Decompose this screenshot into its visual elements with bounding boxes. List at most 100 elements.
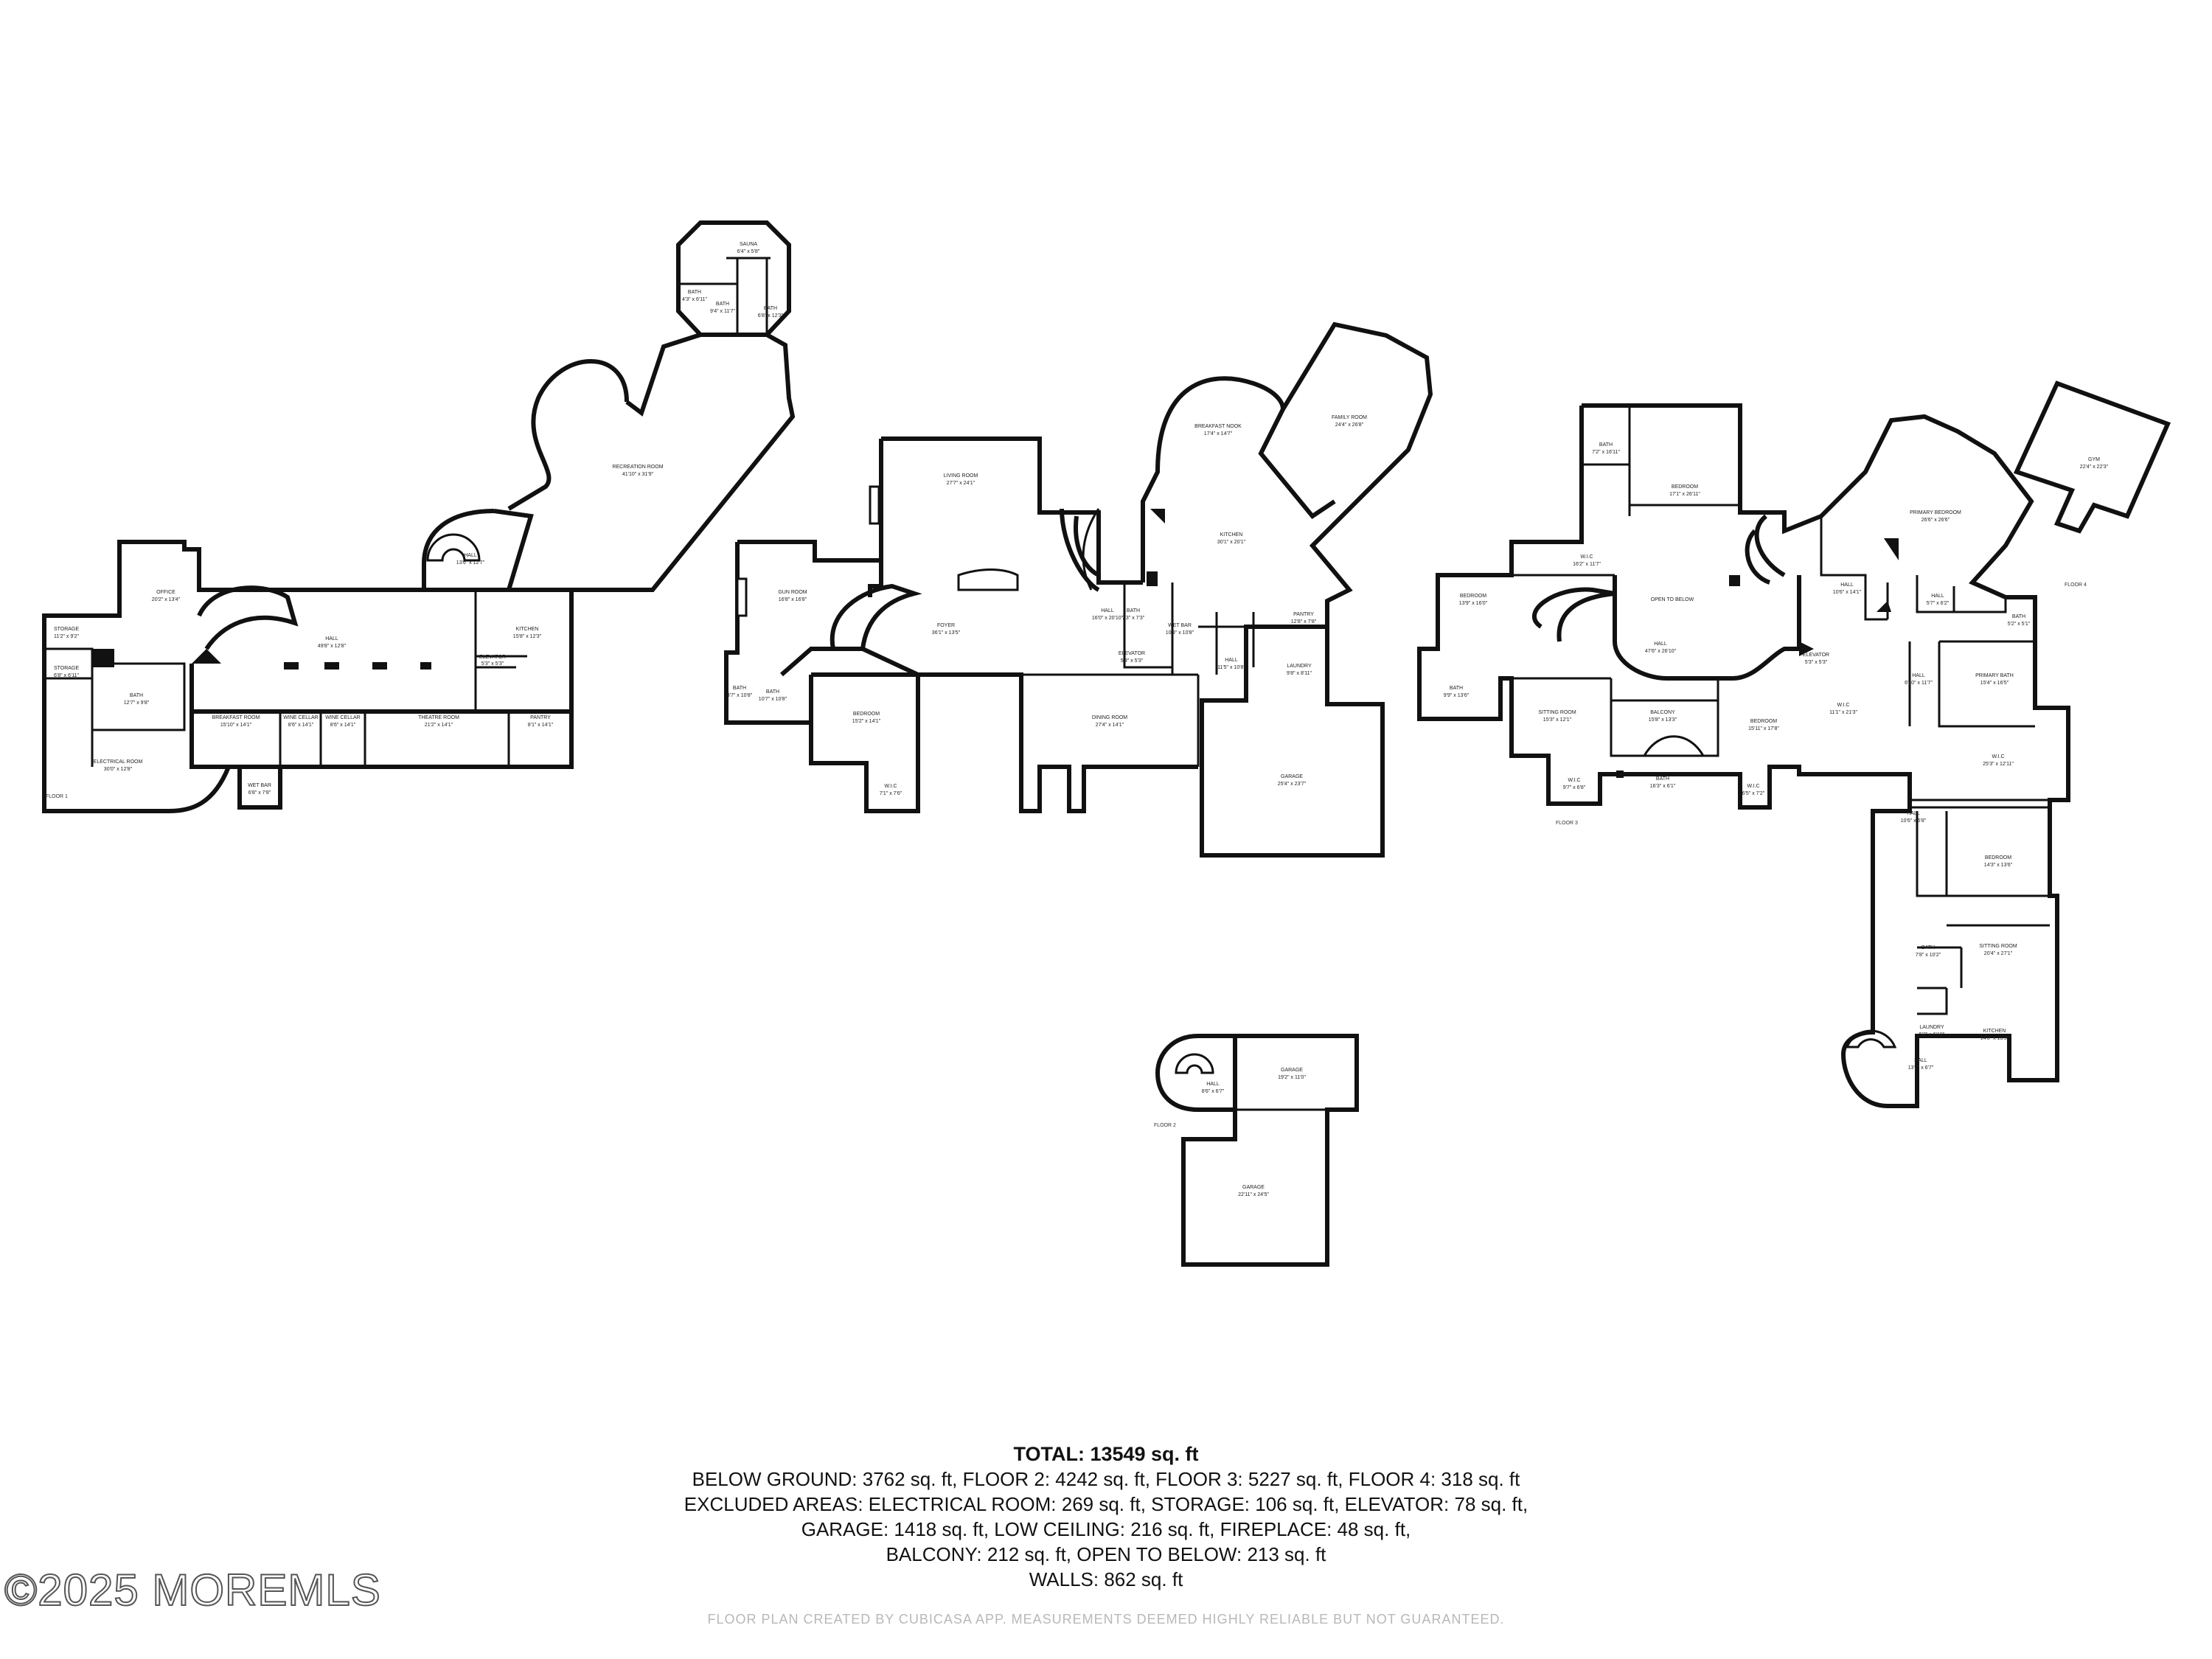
room-dimension: 6'8" x 12'3": [758, 313, 784, 319]
room-label: LAUNDRY: [1287, 664, 1312, 669]
room-label: BEDROOM: [1460, 594, 1486, 599]
room-label: STORAGE: [54, 627, 79, 632]
room-dimension: 30'1" x 20'1": [1217, 540, 1246, 545]
room-label: PANTRY: [530, 715, 551, 720]
room-label: BEDROOM: [1672, 484, 1698, 490]
room-dimension: 49'8" x 12'8": [318, 644, 347, 649]
room-dimension: 6'10" x 11'7": [1905, 681, 1933, 686]
room-dimension: 30'0" x 12'8": [104, 767, 133, 772]
room-dimension: 17'1" x 26'11": [1669, 492, 1700, 497]
excluded-areas-line: BALCONY: 212 sq. ft, OPEN TO BELOW: 213 …: [886, 1543, 1326, 1565]
room-dimension: 13'7" x 6'7": [1908, 1065, 1934, 1071]
room-label: STORAGE: [54, 666, 79, 671]
room-label: BATH: [764, 306, 777, 311]
room-label: HALL: [1914, 1058, 1927, 1063]
room-dimension: 7'2" x 16'11": [1592, 450, 1620, 455]
walls-area-line: WALLS: 862 sq. ft: [1029, 1568, 1183, 1590]
room-dimension: 8'6" x 6'7": [1202, 1089, 1225, 1094]
room-label: BATH: [688, 290, 701, 295]
room-dimension: 13'9" x 16'0": [1459, 601, 1488, 606]
room-label: PANTRY: [1293, 612, 1314, 617]
room-dimension: 5'3" x 5'3": [1805, 660, 1828, 665]
room-label: BREAKFAST ROOM: [212, 715, 260, 720]
room-label: FAMILY ROOM: [1332, 415, 1367, 420]
room-label: HALL: [1206, 1082, 1220, 1087]
room-dimension: 41'10" x 31'9": [622, 472, 654, 477]
room-label: HALL: [1840, 582, 1854, 588]
floor-label: FLOOR 1: [46, 794, 68, 799]
area-breakdown-line: BELOW GROUND: 3762 sq. ft, FLOOR 2: 4242…: [692, 1468, 1520, 1490]
room-dimension: 15'8" x 13'3": [1649, 717, 1677, 723]
room-label: SAUNA: [740, 242, 757, 247]
room-label: GARAGE: [1242, 1185, 1265, 1190]
room-label: BEDROOM: [853, 712, 880, 717]
room-label: DINING ROOM: [1092, 715, 1127, 720]
floor-2-plan: [724, 321, 1433, 858]
room-label: BATH: [716, 302, 729, 307]
room-label: PRIMARY BEDROOM: [1910, 510, 1961, 515]
room-dimension: 7'8" x 10'2": [1916, 953, 1941, 958]
floor-plan: SAUNA 6'4" x 5'8" BATH 4'3" x 6'11" BATH…: [42, 220, 2171, 1267]
room-dimension: 5'2" x 6'10": [1919, 1032, 1945, 1037]
room-dimension: 8'6" x 14'1": [330, 723, 356, 728]
room-label: BATH: [1127, 608, 1140, 613]
room-dimension: 16'2" x 11'7": [1573, 562, 1601, 567]
room-label: PRIMARY BATH: [1975, 673, 2014, 678]
room-dimension: 12'8" x 7'8": [1291, 619, 1317, 625]
watermark: ©2025 MOREMLS: [4, 1565, 381, 1615]
room-label: SITTING ROOM: [1979, 944, 2017, 949]
room-label: GUN ROOM: [778, 590, 807, 595]
floor-label: FLOOR 2: [1154, 1123, 1176, 1128]
room-dimension: 20'2" x 13'4": [152, 597, 181, 602]
room-dimension: 25'3" x 12'11": [1983, 762, 2014, 767]
room-label: HALL: [1907, 811, 1920, 816]
room-dimension: 21'2" x 14'1": [425, 723, 453, 728]
room-label: ELEVATOR: [479, 655, 506, 660]
room-label: BATH: [1450, 686, 1463, 691]
room-label: W.I.C: [1992, 754, 2004, 759]
room-label: HALL: [1101, 608, 1114, 613]
room-dimension: 13'6" x 12'7": [456, 560, 485, 566]
area-summary: TOTAL: 13549 sq. ft BELOW GROUND: 3762 s…: [0, 1441, 2212, 1592]
room-label: OFFICE: [156, 590, 175, 595]
floor-labels: FLOOR 1 FLOOR 3 FLOOR 4 FLOOR 2: [46, 582, 2087, 1128]
room-dimension: 11'2" x 9'2": [54, 634, 79, 639]
room-dimension: 12'7" x 9'8": [124, 700, 150, 706]
room-label: BATH: [733, 686, 746, 691]
room-label: WET BAR: [248, 783, 271, 788]
room-label: GARAGE: [1281, 774, 1303, 779]
room-label: WINE CELLAR: [325, 715, 360, 720]
room-dimension: 11'1" x 21'3": [1829, 710, 1857, 715]
room-dimension: 10'6" x 14'1": [1833, 590, 1862, 595]
room-dimension: 5'2" x 5'1": [2008, 622, 2031, 627]
room-label: HALL: [1225, 658, 1238, 663]
room-label: W.I.C: [1837, 703, 1849, 708]
room-label: THEATRE ROOM: [418, 715, 459, 720]
room-dimension: 10'6" x 6'8": [1901, 818, 1927, 824]
room-label: ELEVATOR: [1803, 653, 1829, 658]
room-dimension: 22'4" x 22'3": [2080, 465, 2109, 470]
room-dimension: 15'3" x 12'1": [1543, 717, 1572, 723]
room-dimension: 20'4" x 27'1": [1984, 951, 2013, 956]
room-label: BATH: [1921, 945, 1935, 950]
room-label: W.I.C: [1580, 554, 1593, 560]
room-label: LAUNDRY: [1919, 1025, 1944, 1030]
room-label: W.I.C: [1568, 778, 1580, 783]
room-label: RECREATION ROOM: [612, 465, 663, 470]
room-label: BATH: [1599, 442, 1613, 448]
room-dimension: 17'4" x 14'7": [1204, 431, 1233, 437]
room-label: BATH: [130, 693, 143, 698]
room-label: KITCHEN: [516, 627, 539, 632]
room-label: ELECTRICAL ROOM: [94, 759, 143, 765]
room-label: W.I.C: [1747, 784, 1759, 789]
room-dimension: 27'7" x 24'1": [947, 481, 975, 486]
room-dimension: 11'5" x 10'8": [1217, 665, 1245, 670]
floor-1-plan: [42, 220, 796, 813]
room-dimension: 5'3" x 5'3": [481, 661, 504, 667]
room-dimension: 5'3" x 5'3": [1121, 658, 1144, 664]
room-dimension: 14'3" x 13'6": [1984, 863, 2013, 868]
room-label: HALL: [1654, 641, 1667, 647]
room-dimension: 15'8" x 12'3": [513, 634, 542, 639]
room-label: GYM: [2088, 457, 2100, 462]
room-label: WET BAR: [1168, 623, 1192, 628]
